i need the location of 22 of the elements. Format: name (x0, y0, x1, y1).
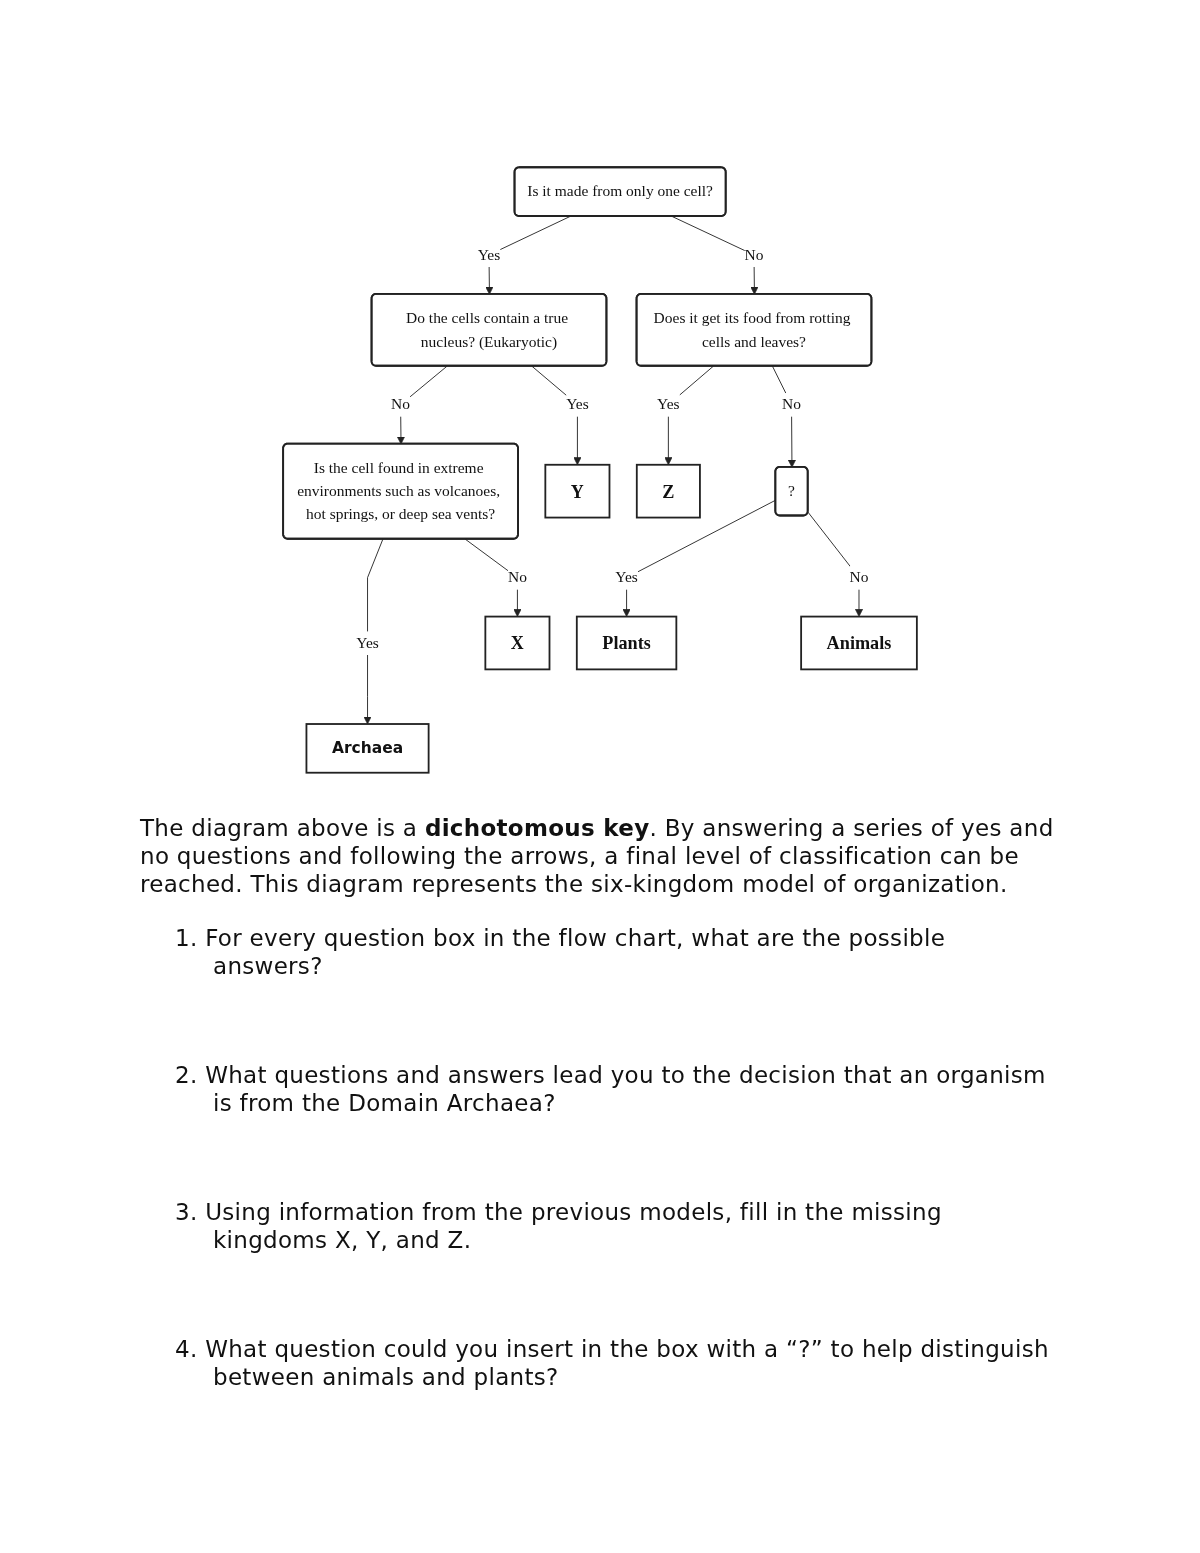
edge-label: No (744, 246, 764, 264)
edge-label: Yes (657, 395, 680, 414)
edge-label: Yes (615, 568, 638, 587)
question-text: 4. What question could you insert in the box with a “?” to help distinguish between animals and plants? (174, 1335, 1050, 1391)
edge-label: No (391, 395, 411, 414)
question-text: 2. What questions and answers lead you to the decision that an organism is from the Domain Archaea? (174, 1061, 1047, 1117)
edge-label: Yes (566, 395, 589, 414)
edge-label: Yes (356, 634, 379, 652)
node-box (484, 615, 551, 671)
node-box (544, 463, 611, 519)
question-text: 3. Using information from the previous models, fill in the missing kingdoms X, Y, and Z. (174, 1198, 943, 1254)
edge-label: No (782, 395, 801, 414)
node-box (575, 615, 678, 671)
edge-label: No (507, 568, 527, 587)
edge-label: No (849, 568, 869, 587)
edge-label: Yes (477, 246, 501, 264)
question-text: 1. For every question box in the flow chart, what are the possible answers? (174, 924, 947, 980)
node-box (800, 615, 918, 671)
node-box (635, 463, 701, 519)
node-box (305, 723, 430, 774)
flowchart: Yes No No Yes Yes No Yes No Yes No Is it made from only one cell? Do the cells contain a true nucleus? (Eukaryotic) Does it get its food from rotting cells and leaves? Is the cell found in extreme environments such as volcanoes, hot springs, or deep sea vents? Y Z ? X Plants Animals Archaea (85, 160, 1115, 780)
intro-paragraph: The diagram above is a dichotomous key. By answering a series of yes and no questions and following the arrows, a final level of classification can be reached. This diagram represents the six-kingdom model of organization. (140, 814, 1055, 898)
